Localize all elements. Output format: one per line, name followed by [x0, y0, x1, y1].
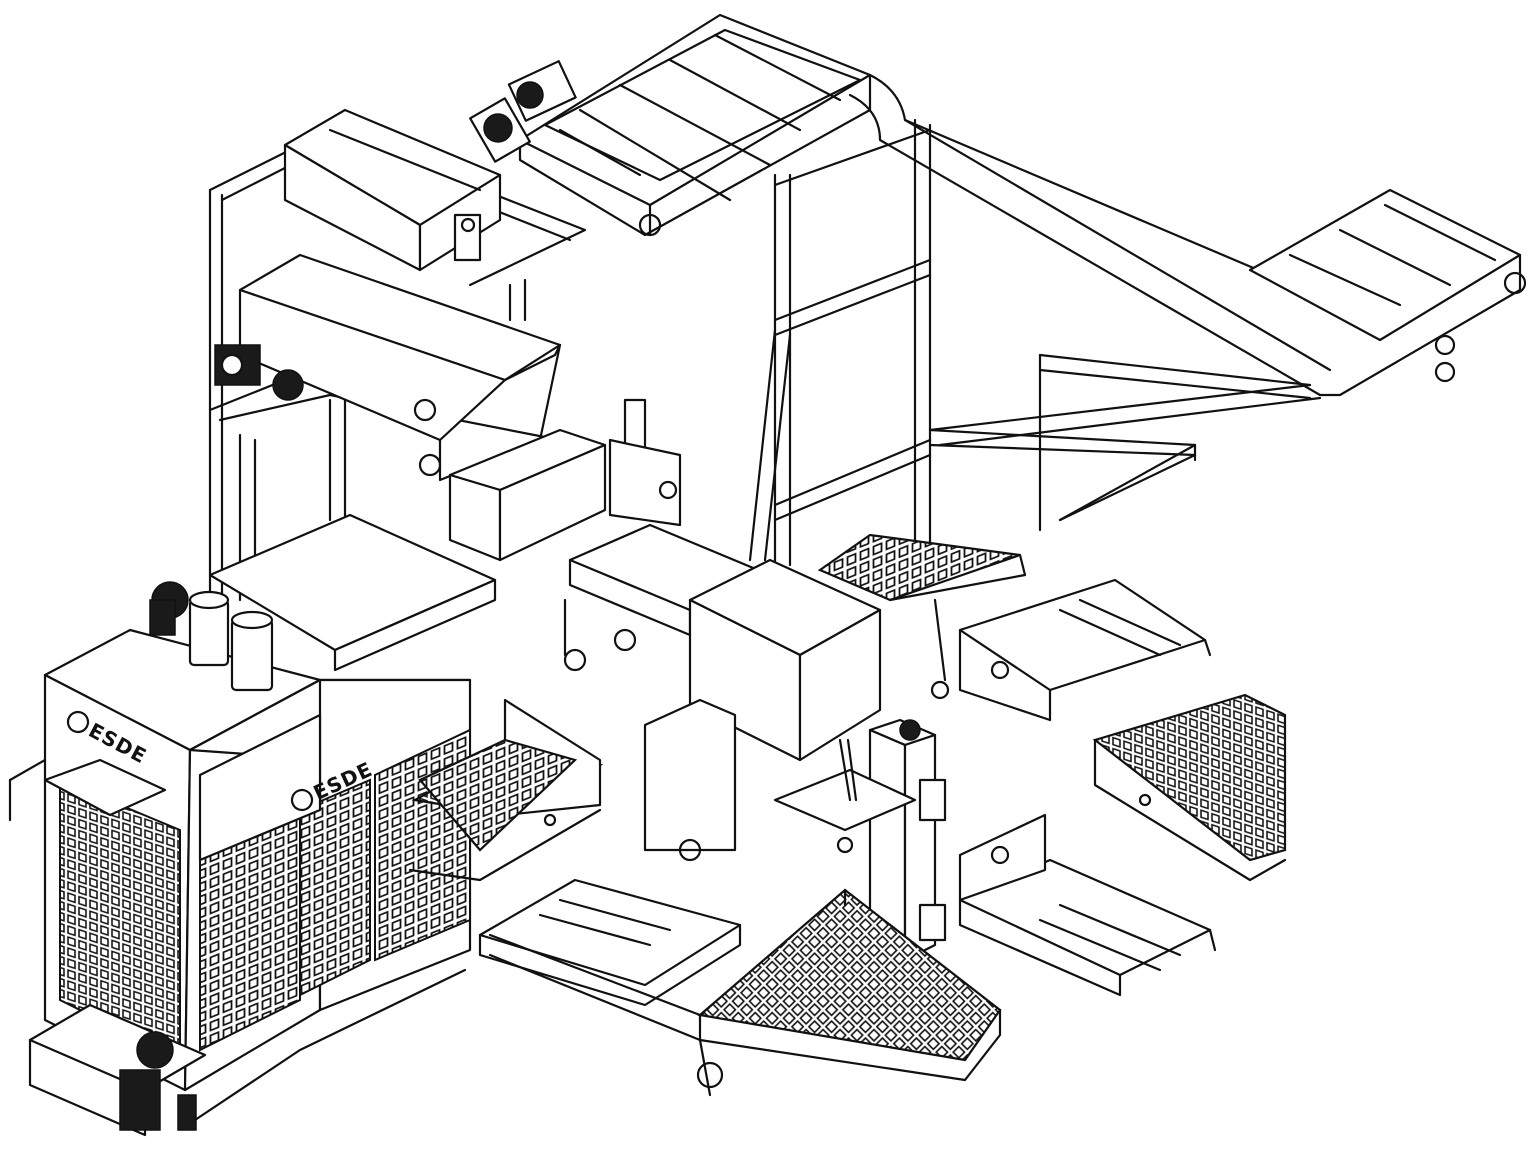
center-conveyor: [563, 523, 882, 762]
right-panels: [958, 578, 1287, 997]
conveyor-motor: [469, 60, 577, 163]
film-rolls: [149, 581, 274, 692]
upper-incline-conveyor: [469, 13, 1527, 397]
main-packaging-machine: ESDE ESDE: [8, 513, 497, 1137]
support-frame: [748, 118, 1322, 572]
weigher-unit: [448, 398, 682, 562]
stair-platform-upper: [817, 533, 1027, 700]
bottom-frames: [478, 698, 742, 1042]
inclined-grate-chute: [408, 698, 604, 882]
triangle-platform: [696, 888, 1002, 1097]
center-column: [773, 718, 947, 962]
hopper-frame: [208, 108, 587, 602]
